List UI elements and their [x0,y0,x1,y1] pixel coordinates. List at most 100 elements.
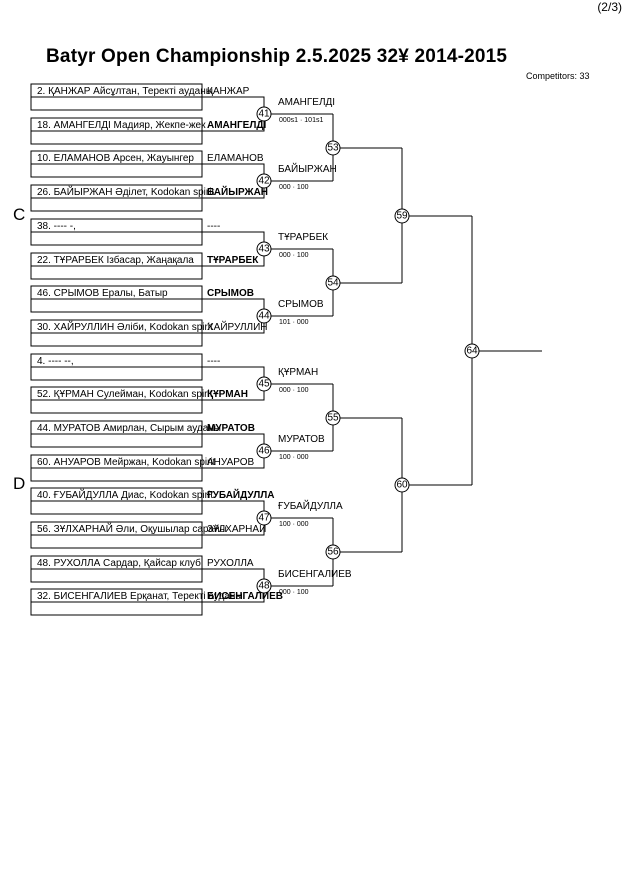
entry-box-lower [30,568,203,583]
competitor-entry: 2. ҚАНЖАР Айсұлтан, Теректі ауданы [37,86,213,97]
match-circle [394,477,410,493]
first-round-name: АНУАРОВ [207,457,254,468]
entry-box-lower [30,366,203,381]
competitor-entry: 18. АМАНГЕЛДІ Мадияр, Жекпе-жек [37,120,206,131]
match-circle [256,106,272,122]
match-number: 60 [396,480,408,491]
first-round-name: ҚАНЖАР [207,86,250,97]
first-round-name: ---- [207,356,220,367]
match-number: 56 [327,547,339,558]
competitor-entry: 10. ЕЛАМАНОВ Арсен, Жауынгер [37,153,194,164]
first-round-name: ҚҰРМАН [207,389,248,400]
competitor-entry: 30. ХАЙРУЛЛИН Әліби, Kodokan spirit [37,320,213,333]
entry-box-lower [30,534,203,549]
match-score: 100 · 000 [279,454,309,461]
competitor-entry: 46. СРЫМОВ Ералы, Батыр [37,288,168,299]
match-score: 000 · 100 [279,184,309,191]
match-number: 45 [258,379,270,390]
match-number: 43 [258,244,270,255]
match-score: 000 · 100 [279,252,309,259]
entry-box-lower [30,197,203,212]
match-score: 101 · 000 [279,319,309,326]
competitor-entry: 40. ҒУБАЙДУЛЛА Диас, Kodokan spirit [37,488,213,501]
competitor-entry: 44. МУРАТОВ Амирлан, Сырым ауданы [37,423,221,434]
match-winner: БИСЕНГАЛИЕВ [278,569,352,580]
match-number: 47 [258,513,270,524]
first-round-name: ЗҰЛХАРНАЙ [207,522,266,535]
first-round-name: ХАЙРУЛЛИН [207,320,268,333]
match-number: 54 [327,278,339,289]
first-round-name: ҒУБАЙДУЛЛА [207,488,274,501]
page-title: Batyr Open Championship 2.5.2025 32¥ 201… [46,46,508,67]
competitor-entry: 32. БИСЕНГАЛИЕВ Ерқанат, Теректі ауданы [37,591,243,602]
pool-label-c: C [13,205,26,224]
first-round-name: ЕЛАМАНОВ [207,153,264,164]
match-circle [256,578,272,594]
entry-box-lower [30,332,203,347]
match-winner: ҒУБАЙДУЛЛА [278,499,343,512]
competitor-entry: 38. ---- -, [37,221,76,232]
match-number: 46 [258,446,270,457]
entry-box-lower [30,130,203,145]
match-circle [325,410,341,426]
match-number: 53 [327,143,339,154]
match-number: 48 [258,581,270,592]
match-circle [325,140,341,156]
competitors-count: Competitors: 33 [526,71,590,81]
match-winner: БАЙЫРЖАН [278,162,337,175]
match-score: 000 · 100 [279,387,309,394]
match-number: 41 [258,109,270,120]
match-number: 42 [258,176,270,187]
match-score: 100 · 000 [279,521,309,528]
match-number: 44 [258,311,270,322]
first-round-name: МУРАТОВ [207,423,255,434]
entry-box-lower [30,96,203,111]
match-circle [256,510,272,526]
match-score: 000s1 · 101s1 [279,117,323,124]
match-number: 55 [327,413,339,424]
final-match-number: 64 [466,346,478,357]
match-winner: ТҰРАРБЕК [278,232,328,243]
match-circle [325,544,341,560]
competitor-entry: 26. БАЙЫРЖАН Әділет, Kodokan spirit [37,185,214,198]
match-circle [256,241,272,257]
match-circle [256,173,272,189]
match-circle [394,208,410,224]
competitor-entry: 60. АНУАРОВ Мейржан, Kodokan spirit [37,457,216,468]
competitor-entry: 52. ҚҰРМАН Сулейман, Kodokan spirit [37,389,213,400]
match-circle [256,443,272,459]
entry-box-lower [30,298,203,313]
first-round-name: РУХОЛЛА [207,558,254,569]
competitor-entry: 4. ---- --, [37,356,74,367]
entry-box-lower [30,163,203,178]
match-circle [464,343,480,359]
first-round-name: БАЙЫРЖАН [207,185,268,198]
page-number: (2/3) [597,0,622,14]
competitor-entry: 48. РУХОЛЛА Сардар, Қайсар клуб [37,557,201,569]
match-winner: СРЫМОВ [278,299,324,310]
first-round-name: БИСЕНГАЛИЕВ [207,591,283,602]
entry-box-lower [30,467,203,482]
entry-box-lower [30,601,203,616]
match-winner: ҚҰРМАН [278,367,318,378]
match-score: 000 · 100 [279,589,309,596]
match-winner: МУРАТОВ [278,434,325,445]
entry-box-lower [30,500,203,515]
pool-label-d: D [13,474,26,493]
match-number: 59 [396,211,408,222]
first-round-name: АМАНГЕЛДІ [207,120,266,131]
first-round-name: ТҰРАРБЕК [207,255,259,266]
competitor-entry: 22. ТҰРАРБЕК Ізбасар, Жаңақала [37,254,194,266]
match-winner: АМАНГЕЛДІ [278,97,335,108]
match-circle [256,308,272,324]
entry-box-lower [30,433,203,448]
first-round-name: СРЫМОВ [207,288,254,299]
competitor-entry: 56. ЗҰЛХАРНАЙ Әли, Оқушылар сарайы [37,522,227,535]
match-circle [256,376,272,392]
entry-box-lower [30,231,203,246]
entry-box-lower [30,399,203,414]
match-circle [325,275,341,291]
first-round-name: ---- [207,221,220,232]
entry-box-lower [30,265,203,280]
